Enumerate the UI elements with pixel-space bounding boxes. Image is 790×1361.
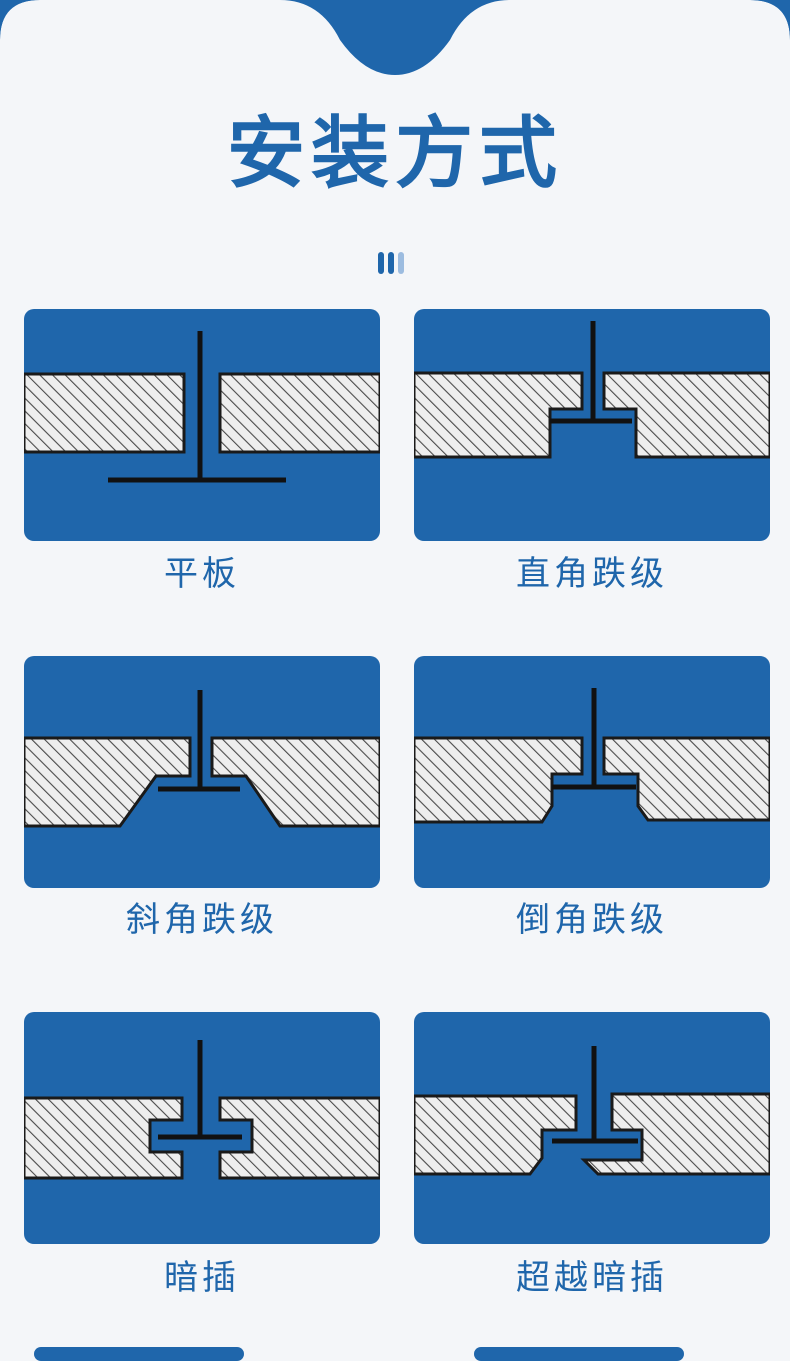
next-section-card-edge — [34, 1347, 244, 1361]
method-card-super-concealed — [414, 1012, 770, 1244]
page-title: 安装方式 — [226, 109, 563, 199]
method-label-super-concealed: 超越暗插 — [516, 1258, 668, 1298]
method-label-oblique-step: 斜角跌级 — [126, 900, 278, 940]
method-label-right-angle-step: 直角跌级 — [516, 554, 668, 594]
method-label-chamfer-step: 倒角跌级 — [516, 900, 668, 940]
method-card-right-angle-step — [414, 309, 770, 541]
method-card-concealed — [24, 1012, 380, 1244]
top-wave-decoration — [0, 0, 790, 75]
method-card-flat — [24, 309, 380, 541]
divider-bars-icon — [378, 252, 410, 276]
method-card-oblique-step — [24, 656, 380, 888]
method-card-chamfer-step — [414, 656, 770, 888]
method-label-flat: 平板 — [164, 554, 240, 594]
method-label-concealed: 暗插 — [164, 1258, 240, 1298]
next-section-card-edge — [474, 1347, 684, 1361]
